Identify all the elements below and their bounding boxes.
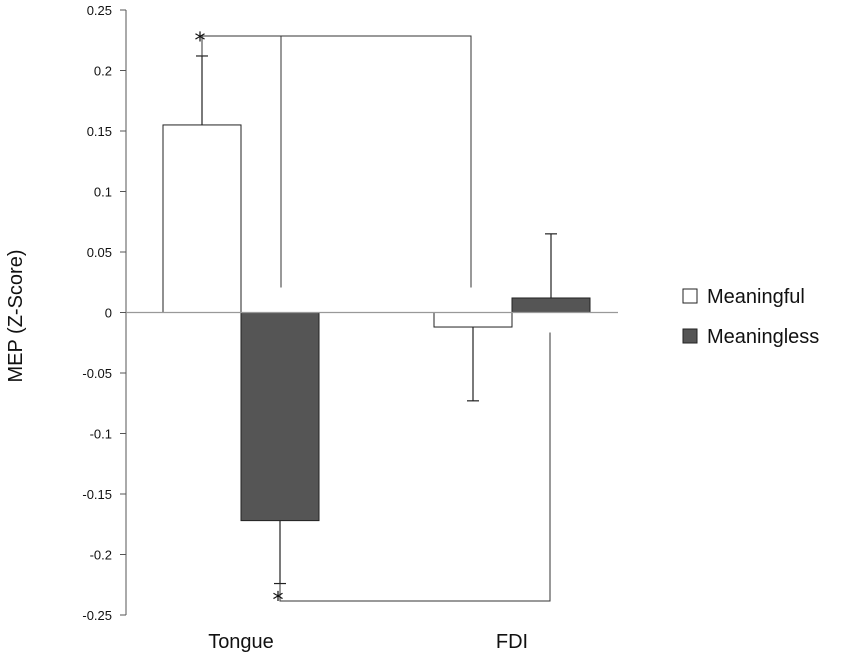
y-tick-label: 0.25: [87, 3, 112, 18]
y-tick-label: -0.1: [90, 427, 112, 442]
significance-asterisk: *: [195, 29, 206, 54]
y-tick-label: -0.05: [82, 366, 112, 381]
y-axis: 0.25 0.2 0.15 0.1 0.05 0 -0.05 -0.1 -0.15 -0.2 -0.…: [82, 3, 127, 623]
bar-meaningful-tongue: [162, 124, 242, 313]
legend-label-meaningless: Meaningless: [707, 326, 819, 348]
bar-meaningless-fdi: [511, 297, 591, 314]
legend-swatch-meaningful: [682, 288, 698, 304]
significance-asterisk: *: [273, 589, 284, 614]
y-tick-label: -0.2: [90, 548, 112, 563]
y-axis-title: MEP (Z-Score): [5, 250, 27, 383]
y-tick-label: 0: [105, 306, 112, 321]
x-category-label: FDI: [496, 631, 528, 653]
x-axis-labels: Tongue FDI: [208, 631, 528, 653]
y-tick-label: 0.05: [87, 245, 112, 260]
y-tick-label: -0.15: [82, 487, 112, 502]
bracket-meaningless: [279, 332, 551, 602]
y-tick-label: 0.2: [94, 64, 112, 79]
y-tick-label: 0.15: [87, 124, 112, 139]
y-tick-label: 0.1: [94, 185, 112, 200]
bar-meaningless-tongue: [240, 312, 320, 522]
legend-label-meaningful: Meaningful: [707, 286, 805, 308]
y-tick-label: -0.25: [82, 608, 112, 623]
significance-brackets: **: [195, 29, 551, 614]
x-category-label: Tongue: [208, 631, 274, 653]
bars: [126, 55, 618, 585]
bar-meaningful-fdi: [433, 312, 513, 328]
legend-swatch-meaningless: [682, 328, 698, 344]
bracket-meaningful: [201, 35, 472, 288]
